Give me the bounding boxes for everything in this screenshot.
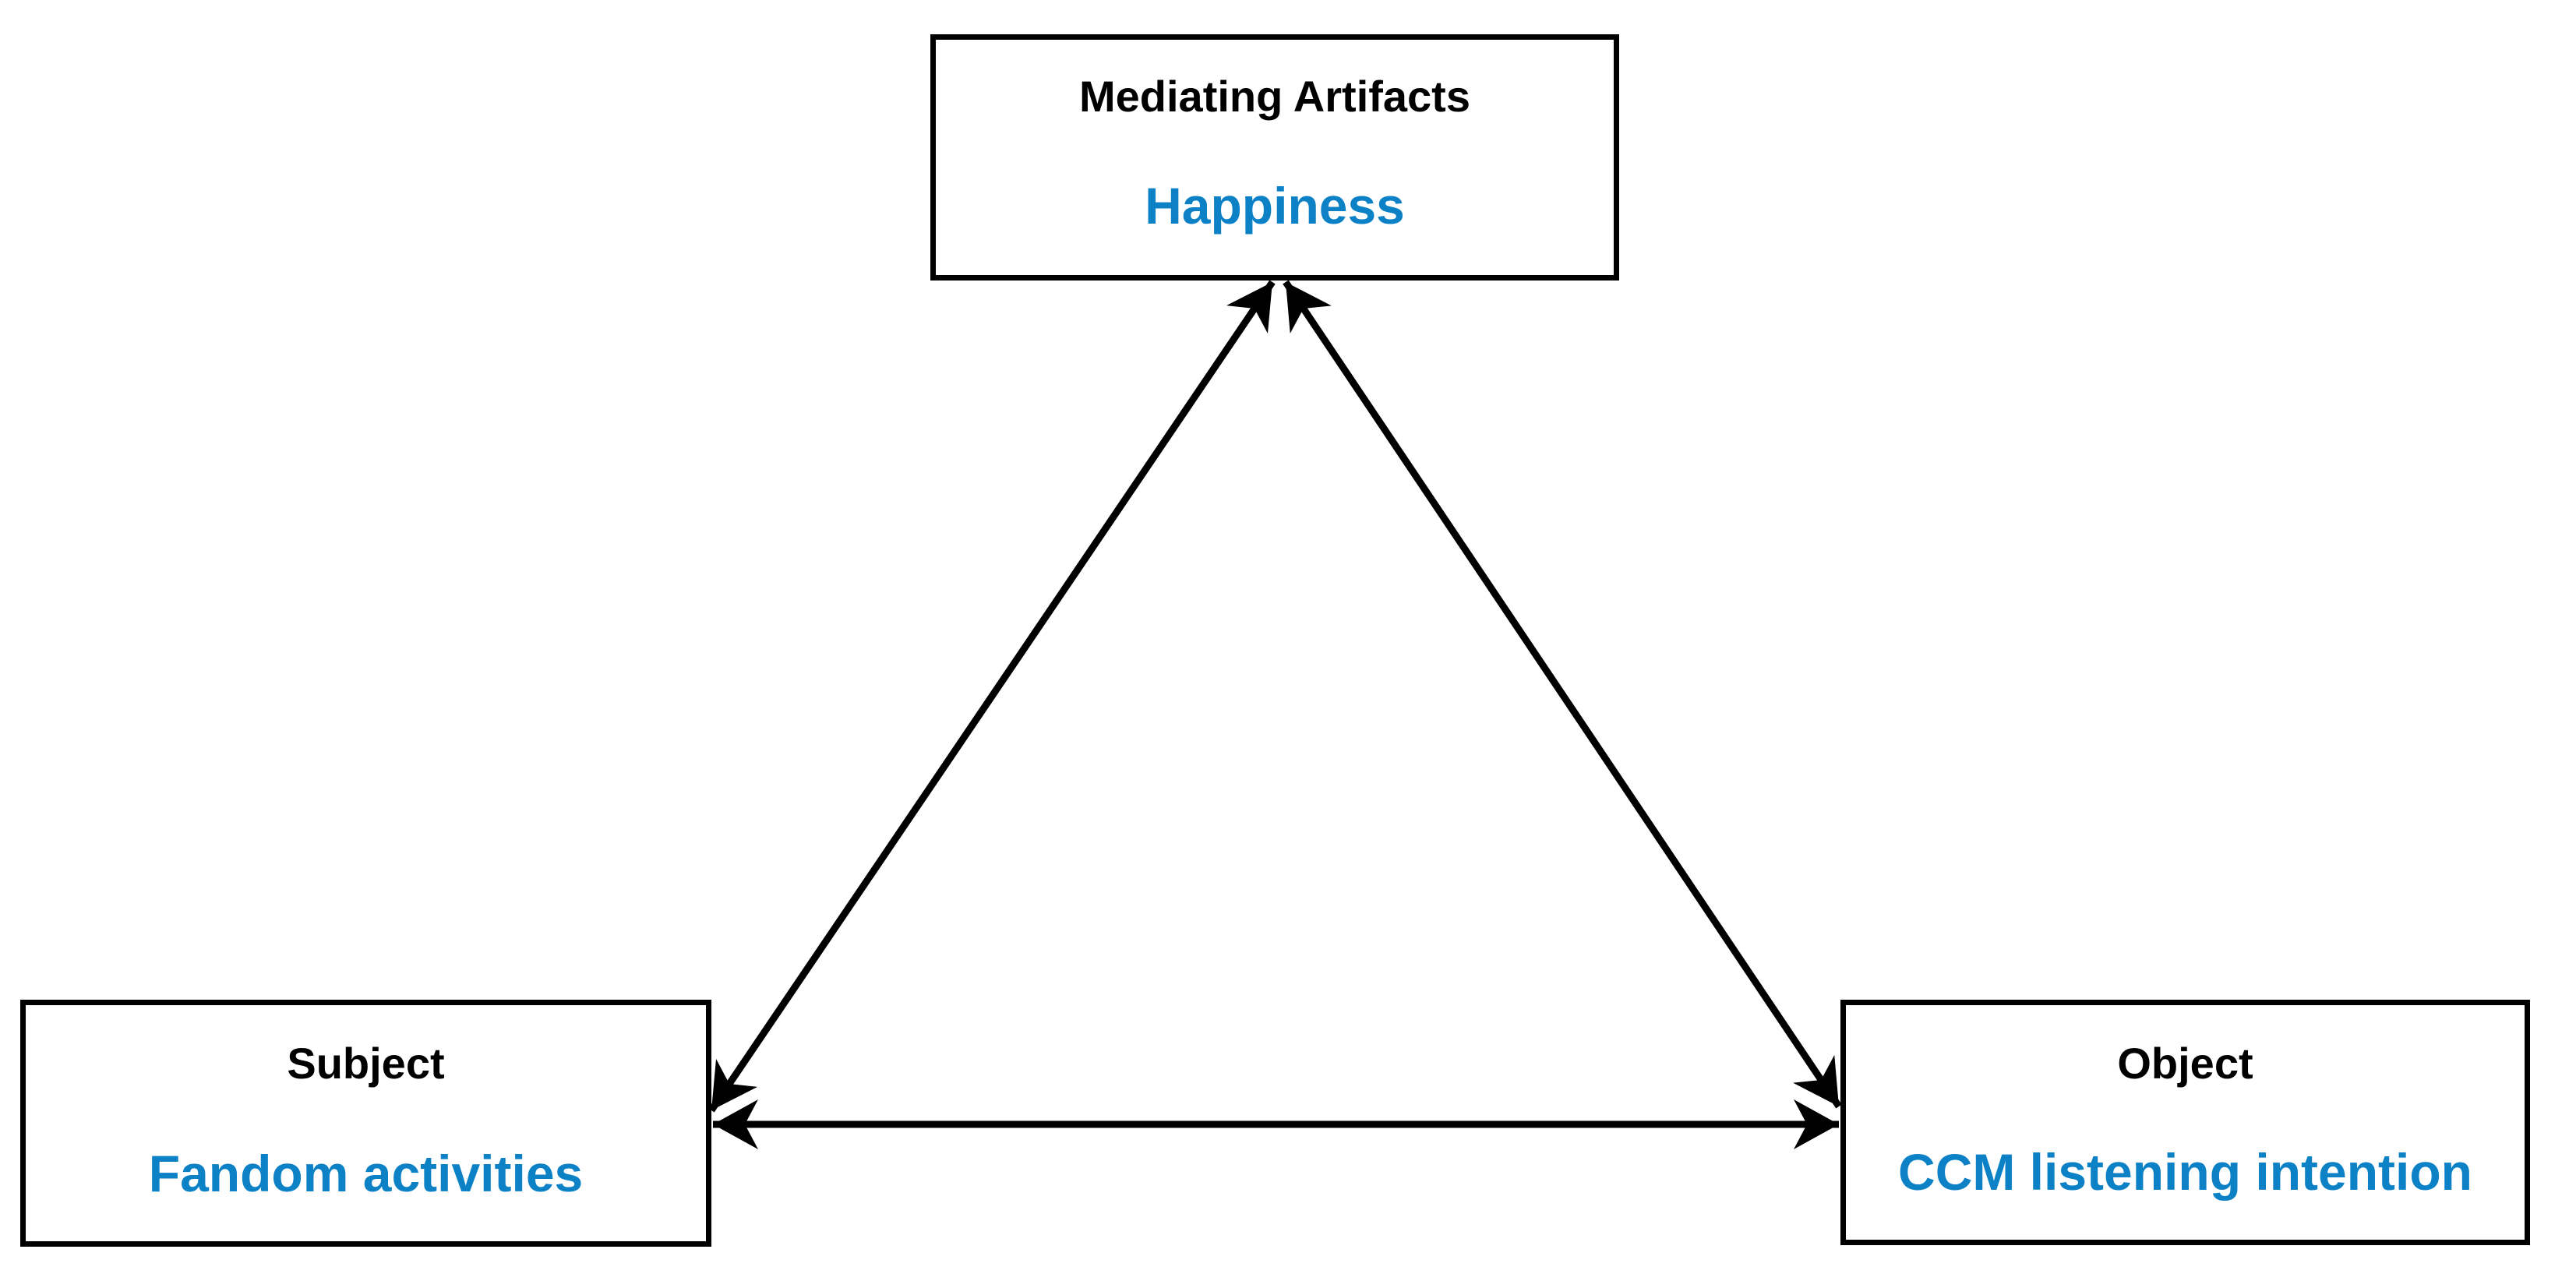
object-role-label: Object (2117, 1039, 2253, 1088)
mediating-concept-label: Happiness (1145, 177, 1405, 235)
subject-role-label: Subject (287, 1039, 445, 1088)
node-subject: Subject Fandom activities (20, 1000, 711, 1247)
node-mediating-artifacts: Mediating Artifacts Happiness (930, 34, 1619, 281)
subject-concept-label: Fandom activities (148, 1145, 584, 1203)
edge-subject-mediating (708, 280, 1276, 1113)
node-object: Object CCM listening intention (1840, 1000, 2530, 1245)
object-concept-label: CCM listening intention (1898, 1143, 2472, 1202)
edge-object-mediating (1283, 280, 1842, 1109)
mediating-role-label: Mediating Artifacts (1079, 72, 1470, 121)
